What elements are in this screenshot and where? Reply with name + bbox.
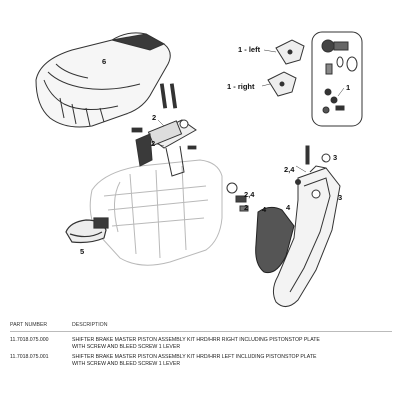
lever-pad-part — [255, 206, 295, 274]
clamp-band-part — [65, 217, 109, 244]
exploded-parts-diagram: 6 1 - left 1 - right 1 2 2 2,4 2,4 2 3 3… — [35, 31, 363, 307]
small-screws — [131, 83, 197, 150]
table-row: 11.7018.075.001 SHIFTER BRAKE MASTER PIS… — [10, 354, 392, 368]
callout-2-top: 2 — [152, 113, 156, 122]
leader-lines — [156, 49, 345, 185]
description-line: SHIFTER BRAKE MASTER PISTON ASSEMBLY KIT… — [72, 354, 317, 360]
callout-5: 5 — [80, 247, 84, 256]
part-description: SHIFTER BRAKE MASTER PISTON ASSEMBLY KIT… — [72, 337, 392, 351]
part-number: 11.7018.075.001 — [10, 354, 49, 360]
callout-2-mid: 2 — [151, 139, 155, 148]
callout-4-lever: 4 — [286, 203, 291, 212]
description-line: WITH SCREW AND BLEED SCREW 1 LEVER — [72, 344, 181, 350]
part-description: SHIFTER BRAKE MASTER PISTON ASSEMBLY KIT… — [72, 354, 392, 368]
part-number: 11.7018.075.000 — [10, 337, 49, 343]
parts-table: PART NUMBER DESCRIPTION 11.7018.075.000 … — [10, 322, 392, 371]
header-description: DESCRIPTION — [72, 322, 108, 328]
piston-kit-box — [311, 31, 363, 127]
description-line: SHIFTER BRAKE MASTER PISTON ASSEMBLY KIT… — [72, 337, 320, 343]
parts-table-header: PART NUMBER DESCRIPTION — [10, 322, 392, 332]
table-row: 11.7018.075.000 SHIFTER BRAKE MASTER PIS… — [10, 337, 392, 351]
callout-3-side: 3 — [338, 193, 342, 202]
callout-2-4-right: 2,4 — [284, 165, 295, 174]
header-part-number: PART NUMBER — [10, 322, 48, 328]
master-piston-part — [135, 119, 197, 177]
hood-cover-part — [35, 32, 171, 128]
brake-lever-blade — [272, 145, 341, 307]
callout-1-right: 1 - right — [227, 82, 255, 91]
callout-1-kit: 1 — [346, 83, 350, 92]
callout-1-left: 1 - left — [238, 45, 261, 54]
description-line: WITH SCREW AND BLEED SCREW 1 LEVER — [72, 361, 181, 367]
small-hardware — [226, 179, 301, 212]
callout-3-lever: 3 — [333, 153, 337, 162]
callout-2-lever: 2 — [244, 203, 248, 212]
callout-6: 6 — [102, 57, 106, 66]
lever-body-ghost — [89, 159, 223, 266]
callout-2-4-left: 2,4 — [244, 190, 255, 199]
callout-4-mid: 4 — [262, 205, 267, 214]
reservoir-caps — [267, 39, 305, 97]
